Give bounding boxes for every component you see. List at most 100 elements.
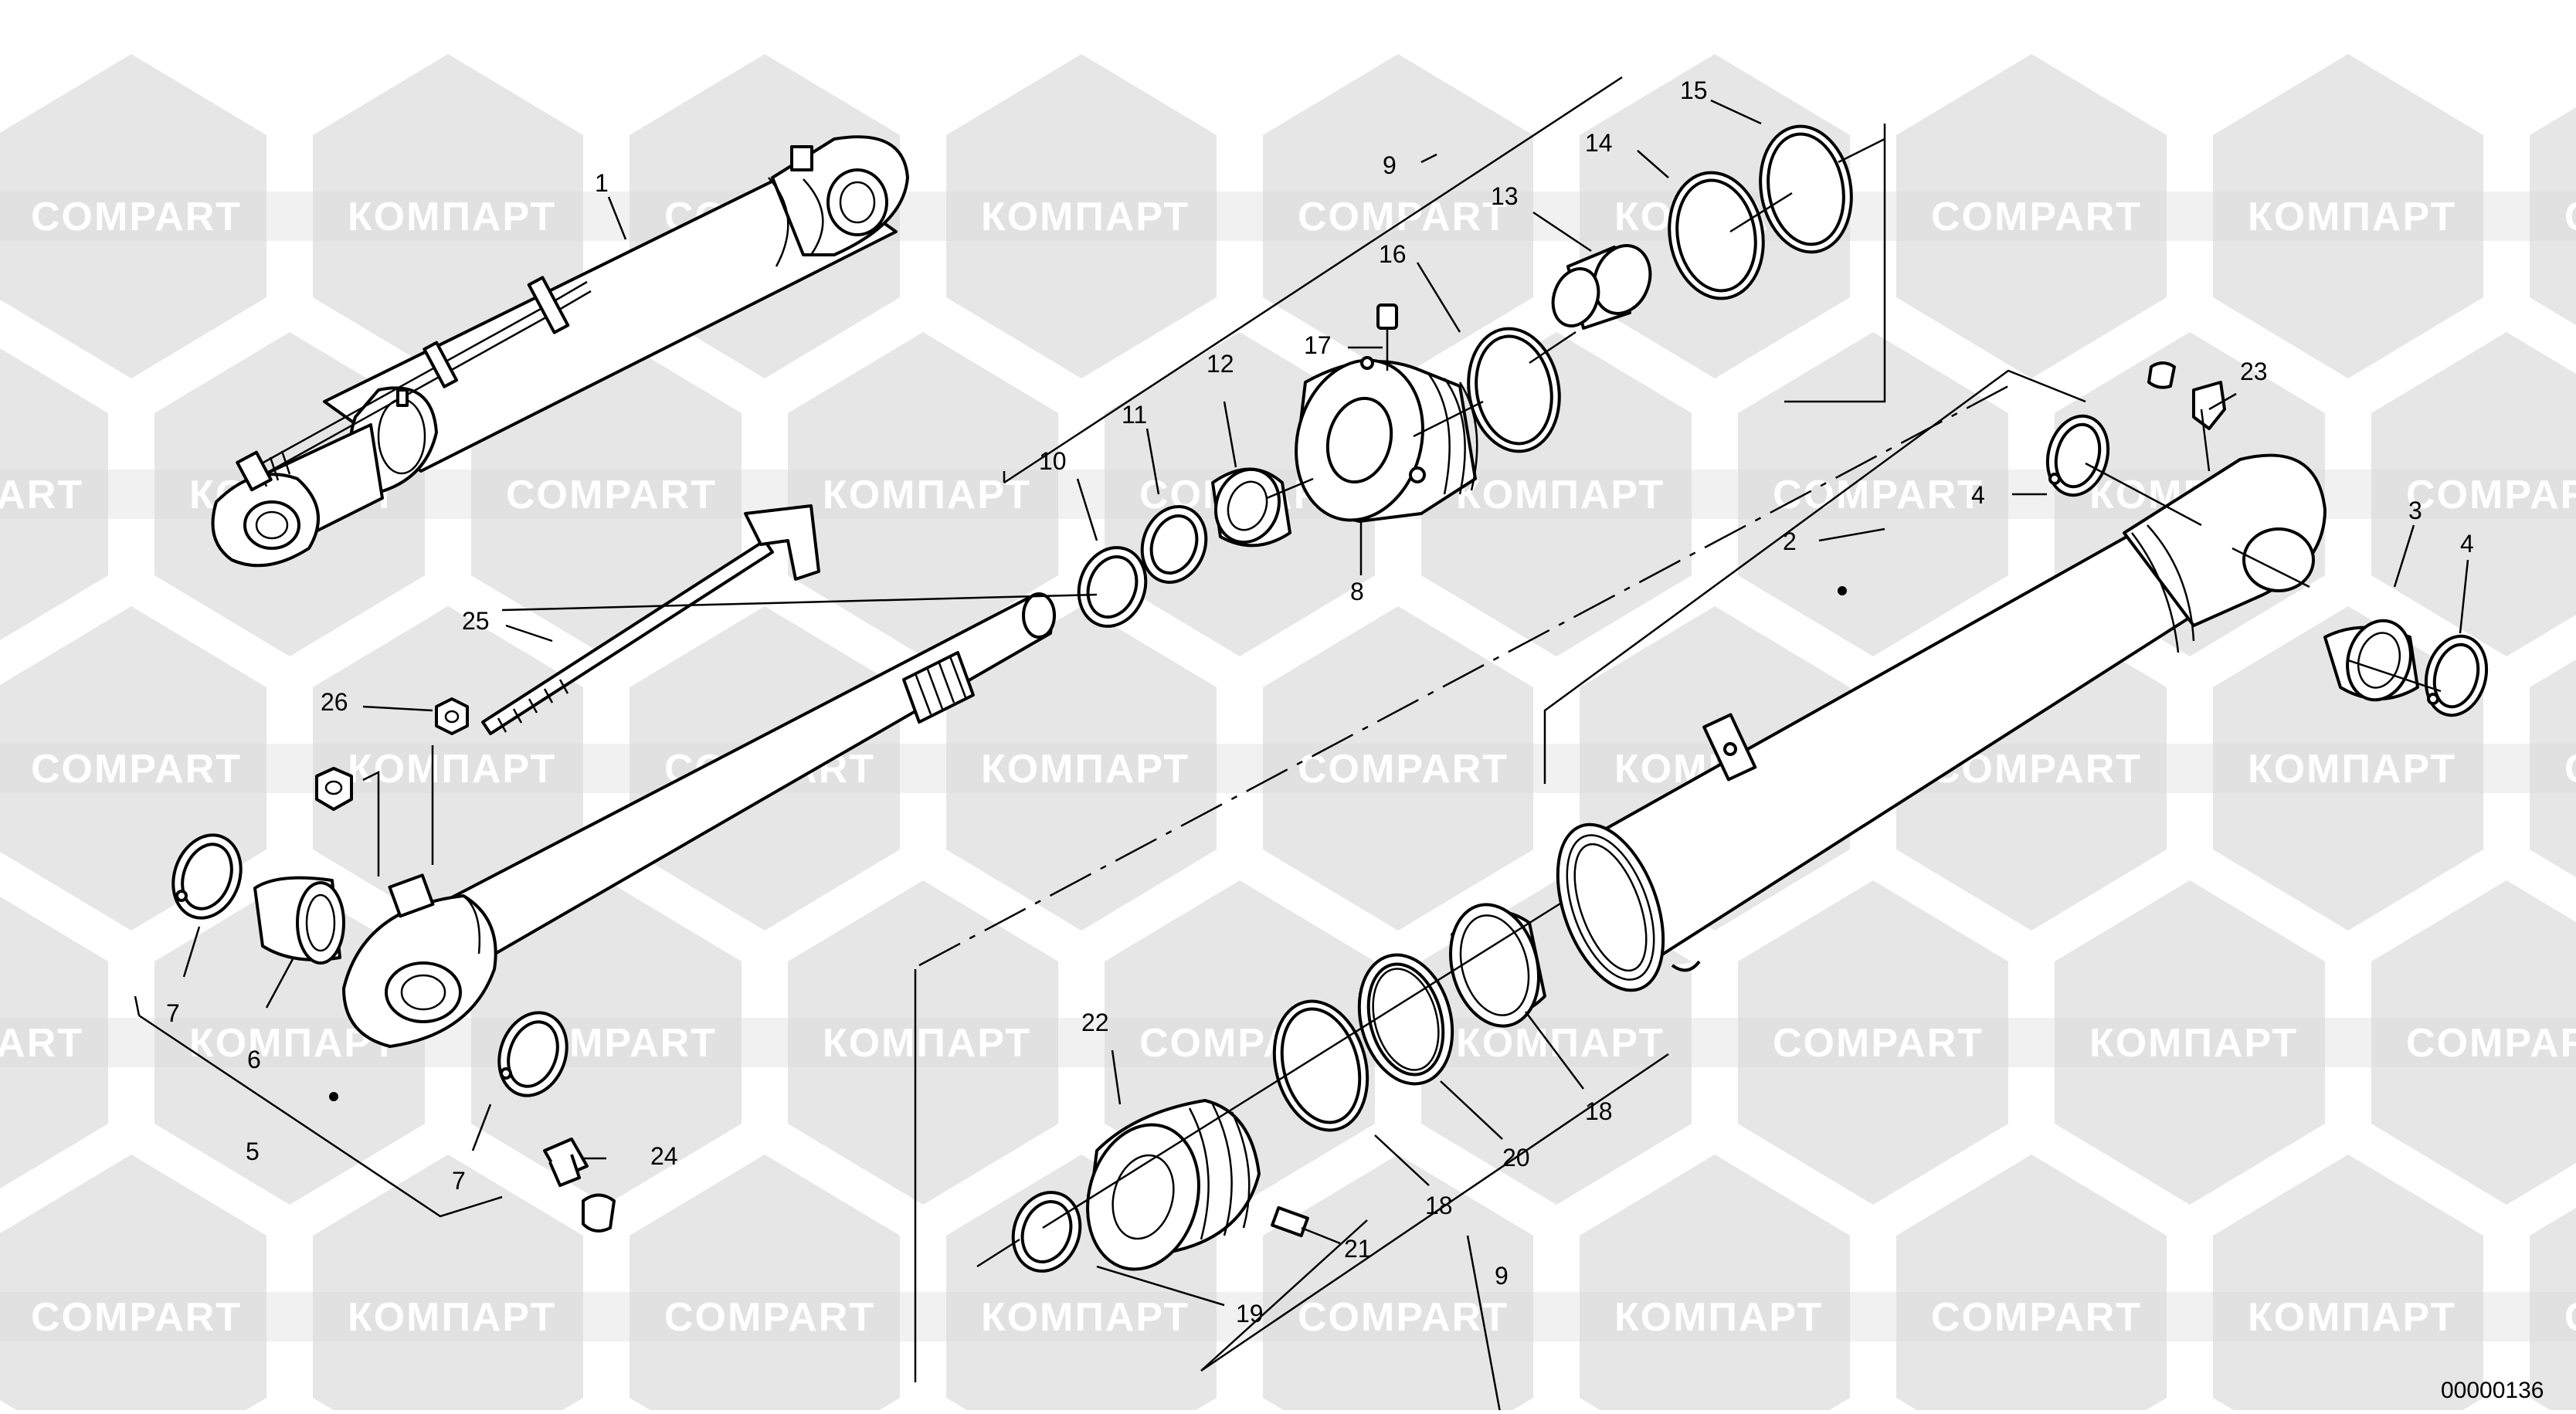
- callout-1: 1: [595, 169, 609, 197]
- bushing-part-13: [1551, 244, 1652, 330]
- seal-part-18-upper: [1448, 903, 1546, 1028]
- watermark-band: [0, 1292, 2576, 1341]
- watermark-hexagon: [0, 1155, 266, 1414]
- callout-21: 21: [1344, 1235, 1372, 1263]
- piston-part-22: [1086, 1099, 1261, 1271]
- seal-part-20: [1357, 953, 1454, 1086]
- watermark-text: КОМПАРТ: [823, 473, 1031, 517]
- callout-26: 26: [321, 688, 348, 716]
- watermark-text: КОМПАРТ: [348, 195, 556, 239]
- callout-8: 8: [1350, 578, 1364, 605]
- callout-15: 15: [1680, 76, 1708, 104]
- watermark-text: COMPART: [2564, 195, 2576, 239]
- callout-19: 19: [1236, 1300, 1264, 1328]
- watermark-text: COMPART: [1773, 1021, 1984, 1066]
- wiper-seal-part-10: [1077, 546, 1148, 628]
- circlip-part-19: [1011, 1191, 1082, 1273]
- seal-part-11: [1140, 505, 1208, 584]
- watermark-text: COMPART: [1298, 1295, 1509, 1340]
- watermark-text: КОМПАРТ: [2089, 1021, 2298, 1066]
- watermark-text: COMPART: [2406, 1021, 2576, 1066]
- watermark-text: COMPART: [1931, 195, 2142, 239]
- piston-rod-part-5: [342, 592, 1056, 1048]
- callout-18: 18: [1585, 1097, 1613, 1125]
- grease-nipple-part-24: [543, 1138, 616, 1233]
- callout-6: 6: [247, 1046, 261, 1073]
- callout-7: 7: [166, 999, 180, 1027]
- watermark-text: КОМПАРТ: [981, 747, 1190, 792]
- circlip-part-4-left: [2045, 414, 2110, 497]
- assembly-lines: [134, 76, 2442, 1382]
- callout-18: 18: [1425, 1192, 1453, 1219]
- watermark-band: [0, 192, 2576, 241]
- bushing-part-6: [253, 876, 345, 965]
- watermark-text: COMPART: [2564, 1295, 2576, 1340]
- watermark-text: COMPART: [31, 195, 242, 239]
- watermark-text: COMPART: [0, 1021, 83, 1066]
- watermark-hexagon: [2213, 1155, 2483, 1414]
- circlip-part-4-right: [2424, 634, 2489, 717]
- watermark-text: КОМПАРТ: [981, 195, 1190, 239]
- watermark-text: COMPART: [1931, 1295, 2142, 1340]
- cylinder-head-part-8: [1295, 356, 1478, 523]
- watermark-text: COMPART: [1773, 473, 1984, 517]
- bushing-part-3: [2323, 619, 2419, 702]
- callout-14: 14: [1585, 129, 1613, 157]
- screw-part-17: [1376, 303, 1398, 371]
- callout-12: 12: [1207, 350, 1234, 378]
- callout-4: 4: [1971, 481, 1985, 509]
- callout-labels: 1 2 3 4 4 5 6 7 7 8 9 9 10 11 12 13 14 1…: [166, 76, 2474, 1328]
- callout-7: 7: [452, 1167, 466, 1195]
- watermark-text: COMPART: [0, 473, 83, 517]
- seal-part-18-lower: [1272, 999, 1369, 1132]
- callout-11: 11: [1122, 401, 1147, 429]
- callout-10: 10: [1039, 447, 1067, 475]
- watermark-text: COMPART: [1298, 195, 1509, 239]
- seal-part-15: [1759, 124, 1853, 254]
- watermark-hexagon: [313, 1155, 583, 1414]
- watermark-text: КОМПАРТ: [823, 1021, 1031, 1066]
- watermark-band: [0, 744, 2576, 793]
- cylinder-tube-part-2: [1556, 453, 2327, 992]
- watermark-text: КОМПАРТ: [348, 747, 556, 792]
- watermark-hexagon: [1580, 1155, 1850, 1414]
- watermark-layer: КОМПАРТ COMPART КОМПАРТ COMPART КОМПАРТ COMPA…: [0, 54, 2576, 1414]
- watermark-text: COMPART: [2564, 747, 2576, 792]
- bushing-part-12: [1211, 467, 1291, 548]
- callout-leaders: [182, 99, 2469, 1414]
- callout-22: 22: [1081, 1009, 1109, 1036]
- callout-9: 9: [1383, 151, 1397, 179]
- callout-2: 2: [1783, 527, 1797, 555]
- reference-dots: [329, 586, 1847, 1101]
- callout-4: 4: [2460, 530, 2474, 558]
- callout-25: 25: [462, 607, 490, 635]
- set-screw-part-21: [1271, 1205, 1309, 1238]
- watermark-text: КОМПАРТ: [1614, 1295, 1823, 1340]
- callout-13: 13: [1491, 182, 1519, 210]
- watermark-text: КОМПАРТ: [981, 1295, 1190, 1340]
- watermark-text: КОМПАРТ: [2248, 195, 2456, 239]
- o-ring-part-16: [1467, 327, 1561, 453]
- watermark-text: COMPART: [31, 1295, 242, 1340]
- circlip-part-7-left: [171, 833, 243, 920]
- callout-20: 20: [1502, 1144, 1530, 1172]
- callout-17: 17: [1304, 331, 1332, 359]
- circlip-part-7-lower: [497, 1011, 568, 1097]
- cylinder-assembly-part-1: [211, 135, 909, 568]
- seal-part-14: [1668, 171, 1765, 300]
- nut-part-26: [315, 697, 469, 811]
- drawing-number: 00000136: [2441, 1378, 2544, 1403]
- watermark-hexagon: [630, 1155, 900, 1414]
- watermark-hexagon: [2530, 1155, 2576, 1414]
- watermark-text: КОМПАРТ: [1456, 473, 1665, 517]
- watermark-text: COMPART: [506, 473, 717, 517]
- watermark-text: КОМПАРТ: [2248, 747, 2456, 792]
- watermark-text: КОМПАРТ: [348, 1295, 556, 1340]
- grease-tube-part-25: [481, 504, 820, 735]
- callout-9: 9: [1495, 1262, 1509, 1290]
- watermark-text: COMPART: [2406, 473, 2576, 517]
- callout-3: 3: [2408, 497, 2422, 524]
- callout-5: 5: [246, 1138, 260, 1165]
